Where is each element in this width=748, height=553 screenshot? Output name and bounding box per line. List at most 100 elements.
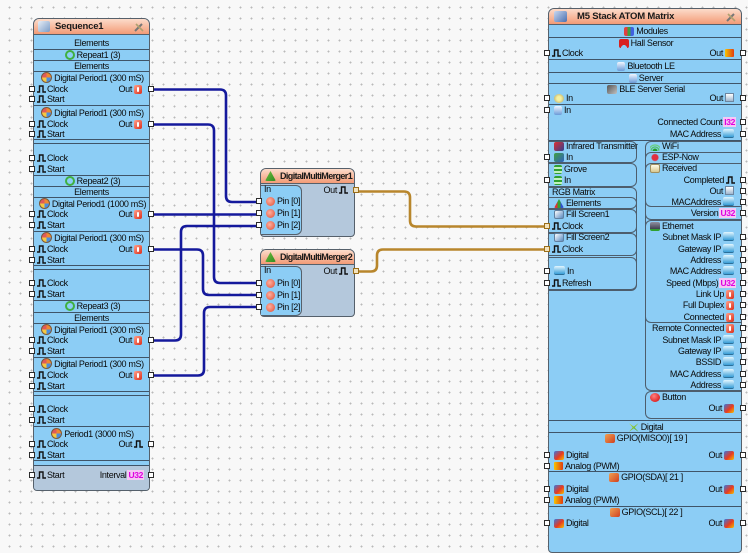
analog-pin[interactable] <box>544 463 550 469</box>
sequence1-component[interactable]: Sequence1 Elements Repeat1 (3) Elements … <box>29 18 154 491</box>
repeat1-period1-element[interactable]: Digital Period1 (300 mS) <box>34 107 149 118</box>
repeat3-period1-element[interactable]: Digital Period1 (300 mS) <box>34 358 149 369</box>
analog-pin[interactable] <box>544 497 550 503</box>
repeat1-elements-label[interactable]: Elements <box>74 61 109 71</box>
clock-pin[interactable] <box>29 280 35 286</box>
version-pin[interactable] <box>740 210 746 216</box>
merger1-header[interactable]: DigitalMultiMerger1 <box>261 169 354 184</box>
clock-pin[interactable] <box>29 337 35 343</box>
out-pin[interactable] <box>740 486 746 492</box>
start-pin[interactable] <box>29 166 35 172</box>
clock-pin[interactable] <box>29 372 35 378</box>
repeat3-period0-element[interactable]: Digital Period1 (300 mS) <box>34 324 149 335</box>
interval-pin[interactable] <box>148 472 154 478</box>
clock-pin[interactable] <box>544 246 550 252</box>
pin2-pin[interactable] <box>256 222 262 228</box>
address-pin[interactable] <box>740 257 746 263</box>
repeat2-elements-label[interactable]: Elements <box>74 187 109 197</box>
pin1-pin[interactable] <box>256 292 262 298</box>
wire-r1p1-to-merger2-pin0[interactable] <box>149 123 260 285</box>
repeat2-period1-element[interactable]: Digital Period1 (300 mS) <box>34 232 149 243</box>
out-pin[interactable] <box>148 372 154 378</box>
clock-pin[interactable] <box>29 86 35 92</box>
clock-pin[interactable] <box>29 246 35 252</box>
hall-sensor-element[interactable]: Hall Sensor <box>549 38 741 49</box>
out-pin[interactable] <box>740 452 746 458</box>
start-pin[interactable] <box>29 131 35 137</box>
wifi-element[interactable]: WiFi <box>648 141 679 152</box>
esp-now-element[interactable]: ESP-Now <box>648 152 699 163</box>
remote-connected-pin[interactable] <box>740 325 746 331</box>
m5-atom-matrix-component[interactable]: M5 Stack ATOM Matrix Modules Hall Sensor… <box>544 8 746 553</box>
in-pin[interactable] <box>544 154 550 160</box>
out-pin[interactable] <box>148 121 154 127</box>
rgb-elements-element[interactable]: Elements <box>552 198 601 209</box>
digital-pin[interactable] <box>544 452 550 458</box>
mac-address-pin[interactable] <box>740 371 746 377</box>
bluetooth-le-element[interactable]: Bluetooth LE <box>549 61 741 72</box>
mac-address-pin[interactable] <box>740 131 746 137</box>
in-pin[interactable] <box>544 107 550 113</box>
repeat2-period0-element[interactable]: Digital Period1 (1000 mS) <box>34 198 149 209</box>
wire-r3p1-to-merger2-pin2[interactable] <box>149 305 260 377</box>
wire-merger2-to-fill-screen2-clock[interactable] <box>355 248 548 273</box>
digital-multi-merger2-component[interactable]: DigitalMultiMerger2 In Out Pin [0] Pin [… <box>256 249 359 317</box>
wrench-icon[interactable] <box>133 21 145 33</box>
clock-pin[interactable] <box>29 121 35 127</box>
repeat3-element[interactable]: Repeat3 (3) <box>34 301 149 312</box>
digital-multi-merger1-component[interactable]: DigitalMultiMerger1 In Out Pin [0] Pin [… <box>256 168 359 237</box>
wire-r3p0-to-merger1-pin2[interactable] <box>149 224 260 342</box>
start-pin[interactable] <box>29 472 35 478</box>
clock-pin[interactable] <box>29 211 35 217</box>
pin1-pin[interactable] <box>256 210 262 216</box>
start-pin[interactable] <box>29 257 35 263</box>
sequence1-header[interactable]: Sequence1 <box>34 19 149 35</box>
clock-pin[interactable] <box>29 155 35 161</box>
gpio21-element[interactable]: GPIO(SDA)[ 21 ] <box>549 472 741 483</box>
address-pin[interactable] <box>740 382 746 388</box>
start-pin[interactable] <box>29 291 35 297</box>
rgb-matrix-element[interactable]: RGB Matrix <box>552 187 596 197</box>
start-pin[interactable] <box>29 222 35 228</box>
ethernet-element[interactable]: Ethernet <box>648 221 694 232</box>
completed-pin[interactable] <box>740 177 746 183</box>
mac-address-pin[interactable] <box>740 199 746 205</box>
elements-label[interactable]: Elements <box>74 38 109 48</box>
out-pin[interactable] <box>740 405 746 411</box>
atom-header[interactable]: M5 Stack ATOM Matrix <box>549 9 741 25</box>
clock-pin[interactable] <box>29 406 35 412</box>
subnet-pin[interactable] <box>740 234 746 240</box>
gpio19-element[interactable]: GPIO(MISO0)[ 19 ] <box>549 433 741 444</box>
in-pin[interactable] <box>544 268 550 274</box>
speed-pin[interactable] <box>740 280 746 286</box>
out-pin[interactable] <box>148 337 154 343</box>
wire-merger1-to-fill-screen1-clock[interactable] <box>355 190 548 228</box>
period1-element[interactable]: Period1 (3000 mS) <box>34 428 149 439</box>
pin0-pin[interactable] <box>256 198 262 204</box>
out-pin[interactable] <box>148 211 154 217</box>
wire-r2p1-to-merger2-pin1[interactable] <box>149 248 260 297</box>
out-pin[interactable] <box>148 86 154 92</box>
out-pin[interactable] <box>148 246 154 252</box>
start-pin[interactable] <box>29 348 35 354</box>
full-duplex-pin[interactable] <box>740 302 746 308</box>
start-pin[interactable] <box>29 383 35 389</box>
out-pin[interactable] <box>353 268 359 274</box>
repeat1-period0-element[interactable]: Digital Period1 (300 mS) <box>34 72 149 83</box>
pin0-pin[interactable] <box>256 280 262 286</box>
subnet-pin[interactable] <box>740 337 746 343</box>
grove-element[interactable]: Grove <box>552 164 587 175</box>
clock-pin[interactable] <box>544 223 550 229</box>
start-pin[interactable] <box>29 96 35 102</box>
start-pin[interactable] <box>29 452 35 458</box>
ble-server-element[interactable]: Server <box>549 73 741 84</box>
mac-address-pin[interactable] <box>740 268 746 274</box>
gpio22-element[interactable]: GPIO(SCL)[ 22 ] <box>549 507 741 518</box>
connected-count-pin[interactable] <box>740 119 746 125</box>
clock-pin[interactable] <box>544 50 550 56</box>
out-pin[interactable] <box>740 188 746 194</box>
infrared-transmitter-element[interactable]: Infrared Transmitter <box>552 141 638 152</box>
received-element[interactable]: Received <box>648 163 697 174</box>
pin2-pin[interactable] <box>256 304 262 310</box>
button-element[interactable]: Button <box>648 392 686 403</box>
